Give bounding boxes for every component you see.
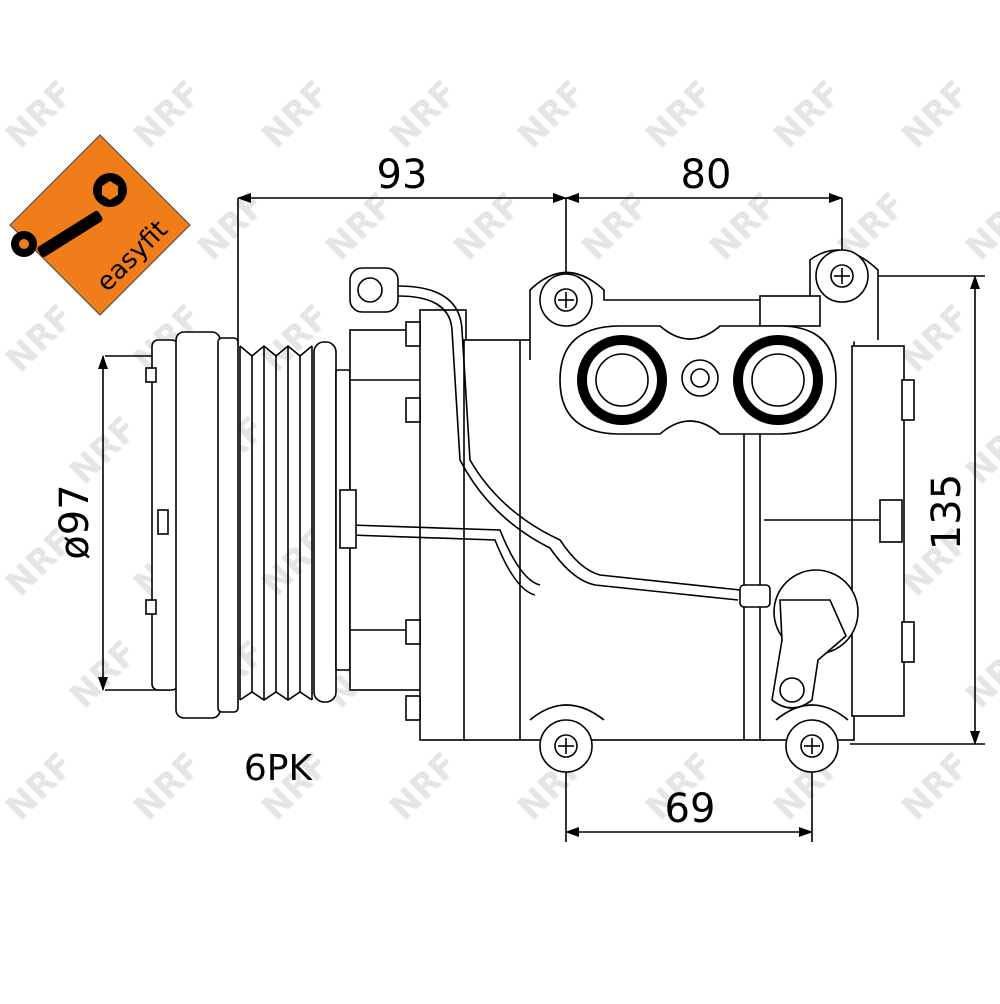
dim-pulley-diameter: ø97 [52,484,98,559]
watermark-mark: NRF [126,745,209,828]
pulley-grooves [239,344,313,701]
watermark-mark: NRF [126,73,209,156]
mount-holes [529,249,869,773]
dim-mount-spacing: 69 [665,786,716,832]
pulley [145,331,351,719]
watermark-mark: NRF [958,633,1000,716]
dim-height: 135 [924,474,970,550]
wiring [349,285,741,601]
watermark-mark: NRF [766,73,849,156]
watermark-mark: NRF [894,297,977,380]
pressure-switch [739,569,859,709]
watermark-mark: NRF [894,745,977,828]
watermark-mark: NRF [894,73,977,156]
watermark-mark: NRF [382,73,465,156]
easyfit-badge: easyfit [9,134,191,316]
watermark-mark: NRF [638,73,721,156]
watermark-mark: NRF [958,185,1000,268]
belt-type-label: 6PK [244,748,314,789]
dim-width-left: 93 [377,152,428,198]
watermark-mark: NRF [510,73,593,156]
watermark-mark: NRF [254,73,337,156]
wrench-icon [11,173,127,258]
port-manifold [559,325,837,435]
top-connector [349,267,399,313]
watermark-mark: NRF [0,745,81,828]
clutch-connector [339,489,357,549]
dimension-lines [98,193,985,842]
dim-width-right: 80 [681,152,732,198]
dimension-labels: 93 80 135 ø97 69 6PK [52,152,970,832]
watermark-mark: NRF [0,297,81,380]
watermark-mark: NRF [0,73,81,156]
watermark-mark: NRF [382,745,465,828]
